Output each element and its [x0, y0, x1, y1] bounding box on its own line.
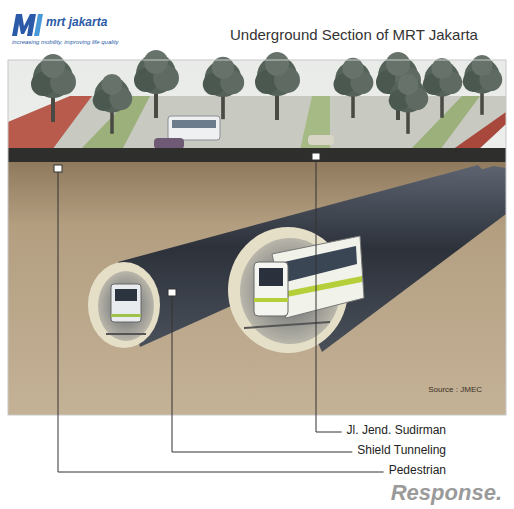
leader-line [334, 452, 352, 453]
logo-mark [12, 14, 43, 36]
leader-line [374, 472, 384, 473]
callout-label: Shield Tunneling [357, 444, 446, 458]
watermark: Response. [391, 480, 502, 505]
diagram-title: Underground Section of MRT Jakarta [230, 26, 478, 43]
callout-label: Jl. Jend. Sudirman [347, 424, 446, 438]
logo-text: mrt jakarta [46, 16, 107, 30]
callout-label: Pedestrian [389, 464, 446, 478]
logo-tagline: increasing mobility, improving life qual… [12, 39, 119, 46]
source-note: Source : JMEC [428, 385, 482, 394]
leader-line [318, 432, 342, 433]
